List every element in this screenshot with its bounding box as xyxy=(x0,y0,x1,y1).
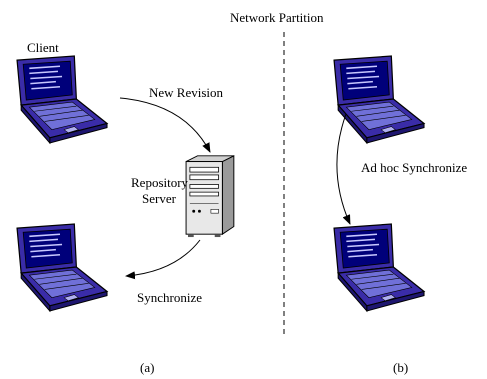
repository-server-label: Repository Server xyxy=(131,175,189,206)
adhoc-synchronize-arrow xyxy=(336,113,351,225)
synchronize-label: Synchronize xyxy=(137,290,202,305)
caption-a: (a) xyxy=(140,360,155,375)
top-right-laptop-icon xyxy=(333,55,425,144)
bottom-left-laptop-icon xyxy=(16,223,108,312)
server-label-line2: Server xyxy=(142,191,176,206)
repository-server-icon xyxy=(185,155,235,238)
new-revision-arrow xyxy=(119,97,211,153)
client-label: Client xyxy=(27,40,59,55)
synchronize-arrow xyxy=(125,239,201,280)
new-revision-label: New Revision xyxy=(149,85,224,100)
bottom-right-laptop-icon xyxy=(333,223,425,312)
client-laptop-icon xyxy=(16,55,108,144)
network-partition-label: Network Partition xyxy=(230,10,324,25)
caption-b: (b) xyxy=(393,360,409,375)
repository-label-line1: Repository xyxy=(131,175,189,190)
adhoc-synchronize-label: Ad hoc Synchronize xyxy=(361,160,468,175)
